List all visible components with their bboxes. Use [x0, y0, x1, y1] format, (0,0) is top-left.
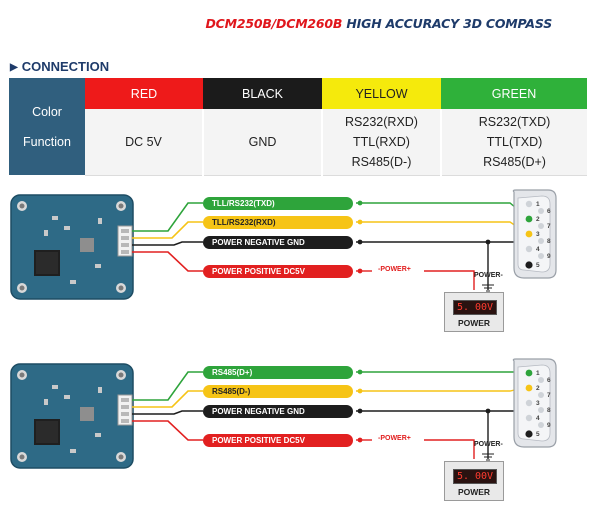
pin-5-label: 5	[536, 262, 540, 269]
function-cell-green: RS232(TXD) TTL(TXD) RS485(D+)	[440, 109, 587, 176]
green-wire	[132, 202, 203, 232]
green-wire	[132, 371, 203, 401]
yellow-wire	[132, 221, 203, 239]
wire-label-yellow: TLL/RS232(RXD)	[203, 216, 353, 229]
function-cell-black: GND	[202, 109, 322, 176]
function-cell-yellow: RS232(RXD) TTL(RXD) RS485(D-)	[321, 109, 441, 176]
pin-4-label: 4	[536, 246, 540, 253]
section-title: CONNECTION	[21, 59, 110, 74]
sensor-board	[10, 363, 134, 469]
wire-label-red: POWER POSITIVE DC5V	[203, 265, 353, 278]
pin-7-label: 7	[547, 223, 551, 230]
function-cell-red: DC 5V	[85, 109, 203, 176]
yellow-wire	[132, 390, 203, 408]
wire-label-black: POWER NEGATIVE GND	[203, 236, 353, 249]
pin-6-label: 6	[547, 208, 551, 215]
pin-2-label: 2	[536, 216, 540, 223]
power-supply: 5. 00V POWER	[444, 292, 504, 332]
power-minus-label: POWER-	[474, 441, 503, 448]
color-header-red: RED	[85, 78, 203, 109]
wire-label-yellow: RS485(D-)	[203, 385, 353, 398]
color-function-label: Color Function	[9, 78, 85, 175]
wire-label-red: POWER POSITIVE DC5V	[203, 434, 353, 447]
pin-1-label: 1	[536, 201, 540, 208]
color-header-black: BLACK	[203, 78, 322, 109]
wire-label-black: POWER NEGATIVE GND	[203, 405, 353, 418]
wiring-diagram-ttl-rs232: TLL/RS232(TXD) TLL/RS232(RXD) POWER NEGA…	[0, 186, 594, 346]
color-header-yellow: YELLOW	[322, 78, 441, 109]
section-heading: ▶CONNECTION	[10, 59, 109, 74]
pin-5-label: 5	[536, 431, 540, 438]
power-supply-label: POWER	[457, 487, 491, 497]
color-header-green: GREEN	[441, 78, 587, 109]
pin-1-label: 1	[536, 370, 540, 377]
pin-4-label: 4	[536, 415, 540, 422]
pin-3-label: 3	[536, 400, 540, 407]
power-supply-label: POWER	[457, 318, 491, 328]
wiring-schematic	[10, 189, 557, 300]
pin-2-label: 2	[536, 385, 540, 392]
voltage-display: 5. 00V	[453, 469, 497, 484]
pin-8-label: 8	[547, 238, 551, 245]
wire-label-green: TLL/RS232(TXD)	[203, 197, 353, 210]
connection-table: Color Function RED BLACK YELLOW GREEN DC…	[9, 78, 587, 176]
power-supply: 5. 00V POWER	[444, 461, 504, 501]
red-wire	[132, 420, 203, 441]
wiring-schematic	[10, 358, 557, 469]
power-minus-label: POWER-	[474, 272, 503, 279]
db9-connector	[512, 358, 557, 448]
product-subtitle: HIGH ACCURACY 3D COMPASS	[346, 16, 552, 31]
pin-3-label: 3	[536, 231, 540, 238]
triangle-right-icon: ▶	[10, 62, 18, 73]
pin-6-label: 6	[547, 377, 551, 384]
pin-7-label: 7	[547, 392, 551, 399]
pin-9-label: 9	[547, 253, 551, 260]
wiring-diagram-rs485: RS485(D+) RS485(D-) POWER NEGATIVE GND P…	[0, 355, 594, 515]
db9-connector	[512, 189, 557, 279]
document-title: DCM250B/DCM260B HIGH ACCURACY 3D COMPASS	[205, 16, 552, 31]
wire-label-green: RS485(D+)	[203, 366, 353, 379]
sensor-board	[10, 194, 134, 300]
voltage-display: 5. 00V	[453, 300, 497, 315]
red-wire	[132, 251, 203, 272]
ground-icon	[482, 453, 494, 461]
pin-9-label: 9	[547, 422, 551, 429]
ground-icon	[482, 284, 494, 292]
power-plus-label: -POWER+	[378, 266, 411, 273]
model-name: DCM250B/DCM260B	[205, 16, 343, 31]
black-wire	[132, 410, 203, 415]
pin-8-label: 8	[547, 407, 551, 414]
black-wire	[132, 241, 203, 246]
power-plus-label: -POWER+	[378, 435, 411, 442]
